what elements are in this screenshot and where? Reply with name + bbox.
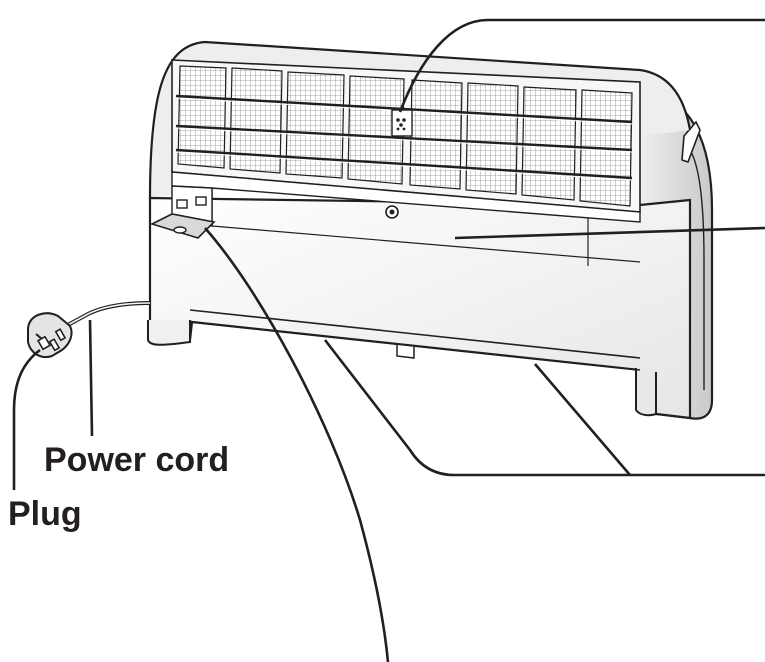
front-panel	[148, 196, 692, 420]
leader-bottom-right	[534, 363, 631, 476]
leader-lines	[12, 18, 765, 662]
leader-front-panel	[454, 226, 765, 240]
leader-ion-badge	[398, 18, 765, 113]
intake-grille	[175, 65, 633, 207]
center-knob	[385, 205, 399, 219]
control-strip	[171, 171, 641, 223]
side-handle	[681, 120, 701, 164]
power-cord-label: Power cord	[44, 441, 230, 479]
left-controls	[149, 185, 216, 239]
ion-badge	[391, 109, 413, 137]
power-cord	[65, 301, 151, 328]
leader-power-cord	[88, 319, 94, 437]
leader-control-plate	[204, 227, 390, 662]
left-foot	[147, 320, 191, 346]
air-purifier-body	[147, 40, 714, 420]
right-foot	[635, 368, 657, 417]
leader-plug	[12, 348, 41, 490]
plug-label: Plug	[8, 495, 82, 533]
bottom-tab	[396, 345, 415, 359]
plug-icon	[27, 312, 73, 358]
leader-bottom	[323, 339, 765, 477]
